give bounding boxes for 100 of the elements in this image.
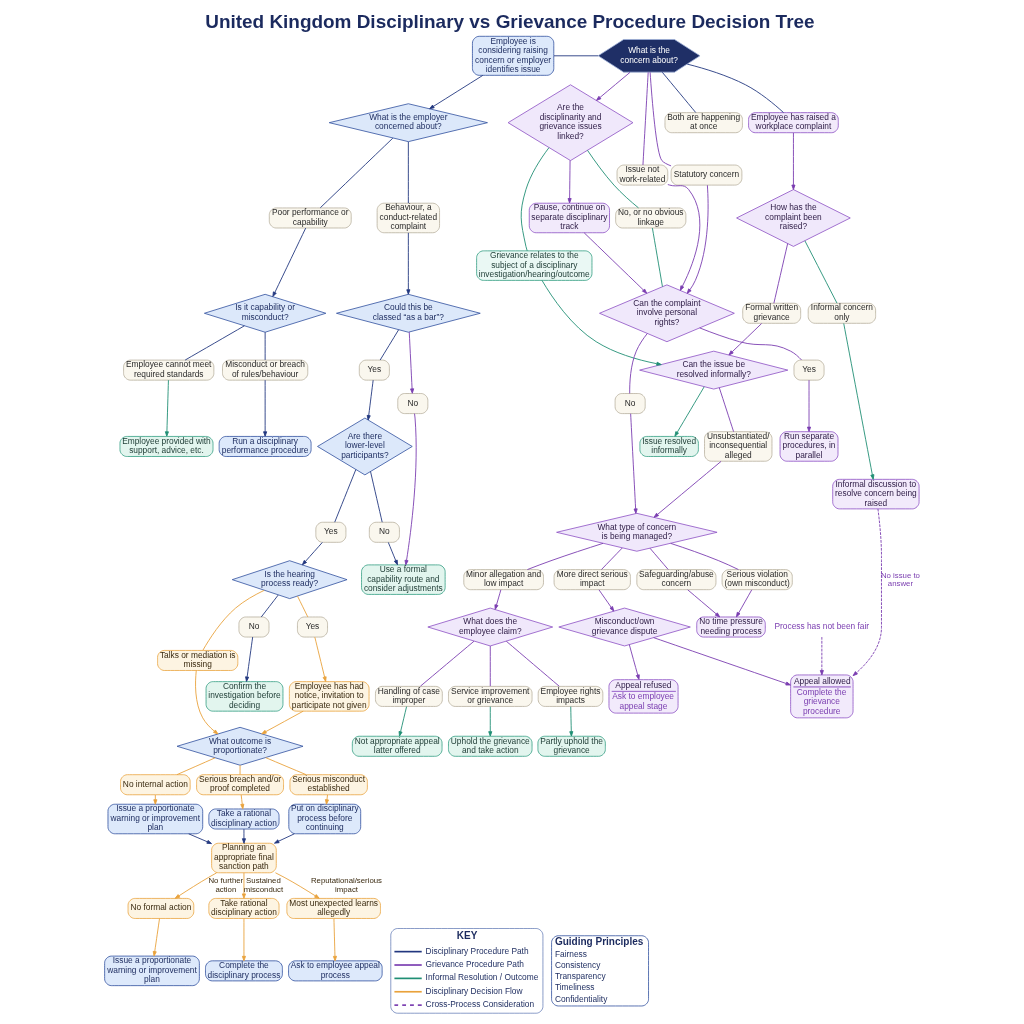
node-box: Employee cannot meet required standards <box>123 359 215 381</box>
arrow <box>653 460 722 518</box>
arrow <box>598 588 615 611</box>
arrow <box>653 636 791 685</box>
node-box: Planning an appropriate final sanction path <box>211 842 277 873</box>
node-box: Run separate procedures, in parallel <box>779 430 839 462</box>
node-box: Statutory concern <box>670 164 743 185</box>
node-box: Minor allegation and low impact <box>463 568 544 590</box>
node-box: Guiding Principles Fairness Consistency Transparency Timeliness Confidentiality <box>551 934 649 1006</box>
node-box: Yes <box>358 359 390 381</box>
arrow <box>630 412 638 514</box>
connector <box>804 239 838 304</box>
node-box: Yes <box>315 521 347 543</box>
connector <box>699 326 802 360</box>
arrow <box>628 643 640 680</box>
node-box: Talks or mediation is missing <box>157 649 239 671</box>
arrow <box>429 74 484 109</box>
node-box: Employee has had notice, invitation to participate not given <box>289 680 370 712</box>
node-box: Put on disciplinary process before continuing <box>288 803 362 834</box>
connector <box>370 470 383 523</box>
connector <box>773 242 789 304</box>
node-box: Issue not work-related <box>616 164 669 185</box>
node-diamond: Is it capability or misconduct? <box>204 293 327 333</box>
arrow <box>188 832 212 844</box>
connector <box>686 63 784 113</box>
arrow <box>728 322 763 355</box>
node-box: Behaviour, a conduct-related complaint <box>376 202 440 233</box>
node-box: Issue a proportionate warning or improvement plan <box>107 803 204 834</box>
arrow <box>408 331 415 394</box>
diagram-title: United Kingdom Disciplinary vs Grievance Procedure Decision Tree <box>205 10 815 32</box>
legend-label: Cross-Process Consideration <box>425 998 535 1009</box>
node-box: Issue a proportionate warning or improvement plan <box>104 955 200 986</box>
arrow <box>736 588 753 617</box>
node-diamond: Are the disciplinarity and grievance issues linked? <box>507 83 634 161</box>
node-box: Handling of case improper <box>375 685 443 707</box>
connector <box>407 140 409 204</box>
connector <box>718 386 735 432</box>
arrow <box>274 832 295 844</box>
node-box: No internal action <box>120 773 191 795</box>
connector <box>297 595 309 617</box>
connector <box>319 137 394 208</box>
node-box: Safeguarding/abuse concern <box>636 568 717 590</box>
arrow <box>366 379 374 420</box>
connector <box>587 149 639 208</box>
connector <box>505 640 560 687</box>
arrow <box>667 183 701 291</box>
node-box: Employee rights impacts <box>537 685 604 707</box>
connector <box>649 71 672 166</box>
node-box: No <box>238 616 270 637</box>
arrow <box>807 379 812 432</box>
arrow <box>596 71 631 101</box>
node-diamond: Could this be classed “as a bar”? <box>336 293 481 333</box>
connector <box>642 71 649 165</box>
arrow <box>488 705 493 737</box>
node-box: Serious violation (own misconduct) <box>721 568 793 590</box>
legend-label: Disciplinary Decision Flow <box>425 985 523 996</box>
arrow <box>791 131 796 190</box>
node-box: No <box>397 392 429 414</box>
node-box: Employee provided with support, advice, etc. <box>119 435 214 457</box>
node-box: Poor performance or capability <box>268 207 352 228</box>
arrow <box>301 541 323 565</box>
connector <box>649 547 669 570</box>
node-box: Yes <box>793 359 825 381</box>
arrow <box>494 588 502 610</box>
arrow <box>261 710 304 734</box>
node-box: Uphold the grievance and take action <box>448 735 533 757</box>
arrow <box>195 669 219 734</box>
arrow <box>687 588 721 617</box>
node-box: Employee has raised a workplace complaint <box>748 111 839 133</box>
connector <box>489 645 491 687</box>
arrow <box>583 231 648 294</box>
node-box: Issue resolved informally <box>639 435 699 457</box>
node-box: Most unexpected learns allegedly <box>286 897 381 919</box>
connector <box>202 589 265 651</box>
arrow <box>314 636 327 682</box>
node-box: More direct serious impact <box>553 568 631 590</box>
connector <box>265 756 307 775</box>
node-box: Complete the disciplinary process <box>205 959 283 981</box>
arrow <box>153 793 158 805</box>
arrow <box>241 917 246 961</box>
node-box: Both are happening at once <box>664 111 743 133</box>
arrow <box>819 636 824 675</box>
arrow <box>686 184 709 294</box>
connector <box>629 332 648 394</box>
connector <box>260 594 279 617</box>
node-text: Process has not been fair <box>774 620 870 631</box>
node-box: Employee is considering raising concern or employer identifies issue <box>472 35 555 76</box>
arrow <box>567 159 572 203</box>
arrow <box>272 227 307 297</box>
node-box: No <box>368 521 400 543</box>
connector <box>239 764 241 775</box>
arrow <box>241 871 246 899</box>
node-box: Not appropriate appeal latter offered <box>351 735 443 757</box>
arrow <box>404 412 417 565</box>
node-box: No formal action <box>127 897 195 919</box>
node-box: No, or no obvious linkage <box>615 207 687 228</box>
connector <box>670 542 739 570</box>
connector <box>553 54 599 56</box>
node-box: Partly uphold the grievance <box>537 735 606 757</box>
arrow <box>843 322 875 480</box>
